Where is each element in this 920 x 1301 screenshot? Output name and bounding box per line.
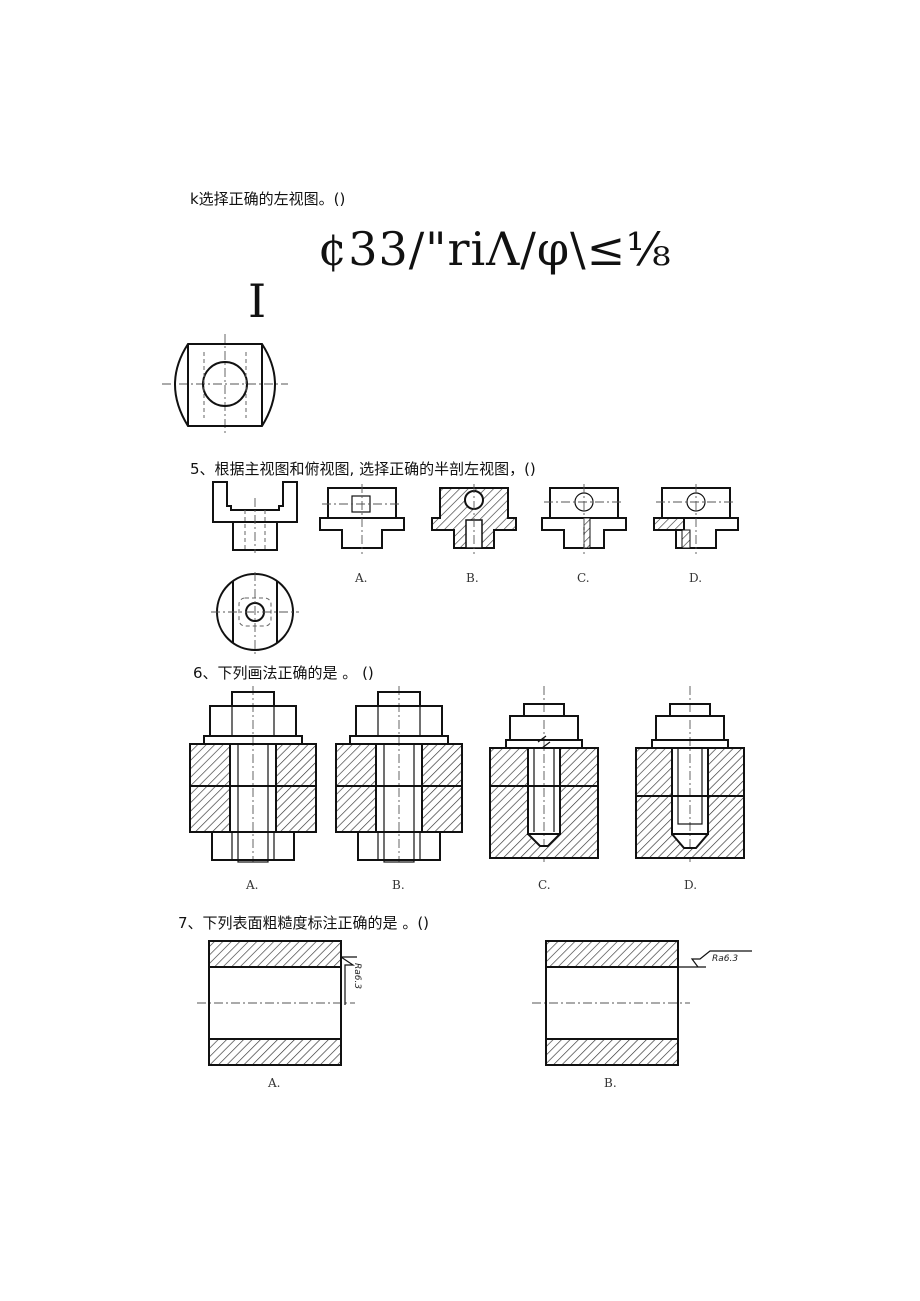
q6-option-d-figure <box>635 686 745 862</box>
q5-option-a-figure <box>319 484 405 554</box>
q5-option-b-label[interactable]: B. <box>466 571 479 585</box>
question-5-text: 5、根据主视图和俯视图, 选择正确的半剖左视图，() <box>190 460 536 478</box>
garbled-mark: I <box>248 274 267 328</box>
q5-option-c-label[interactable]: C. <box>577 571 590 585</box>
q6-option-a-label[interactable]: A. <box>246 878 259 892</box>
q6-option-b-label[interactable]: B. <box>392 878 405 892</box>
q6-option-c-label[interactable]: C. <box>538 878 551 892</box>
garbled-text-line: ¢33/"riΛ/φ\≤⅛ <box>318 222 672 276</box>
q6-option-b-figure <box>335 686 463 863</box>
q5-option-d-figure <box>653 484 739 554</box>
q7-option-b-label[interactable]: B. <box>604 1076 617 1090</box>
q5-top-view <box>211 572 299 654</box>
q5-option-d-label[interactable]: D. <box>689 571 703 585</box>
q5-option-c-figure <box>541 484 627 554</box>
q4-front-view-figure <box>162 334 288 436</box>
q5-front-view <box>212 481 298 553</box>
q5-option-a-label[interactable]: A. <box>355 571 368 585</box>
q6-option-d-label[interactable]: D. <box>684 878 698 892</box>
question-4-text: k选择正确的左视图。() <box>190 190 346 208</box>
q6-option-a-figure <box>189 686 317 863</box>
q7-option-b-figure: Ra6.3 <box>532 940 752 1066</box>
q7-option-a-label[interactable]: A. <box>268 1076 281 1090</box>
question-7-text: 7、下列表面粗糙度标注正确的是 。() <box>178 914 430 932</box>
q6-option-c-figure <box>489 686 599 862</box>
q7-b-roughness-label: Ra6.3 <box>712 954 738 964</box>
question-6-text: 6、下列画法正确的是 。 () <box>193 664 374 682</box>
q5-option-b-figure <box>431 484 517 554</box>
q7-option-a-figure: Ra6.3 <box>197 940 362 1066</box>
q7-a-roughness-label: Ra6.3 <box>352 963 362 989</box>
